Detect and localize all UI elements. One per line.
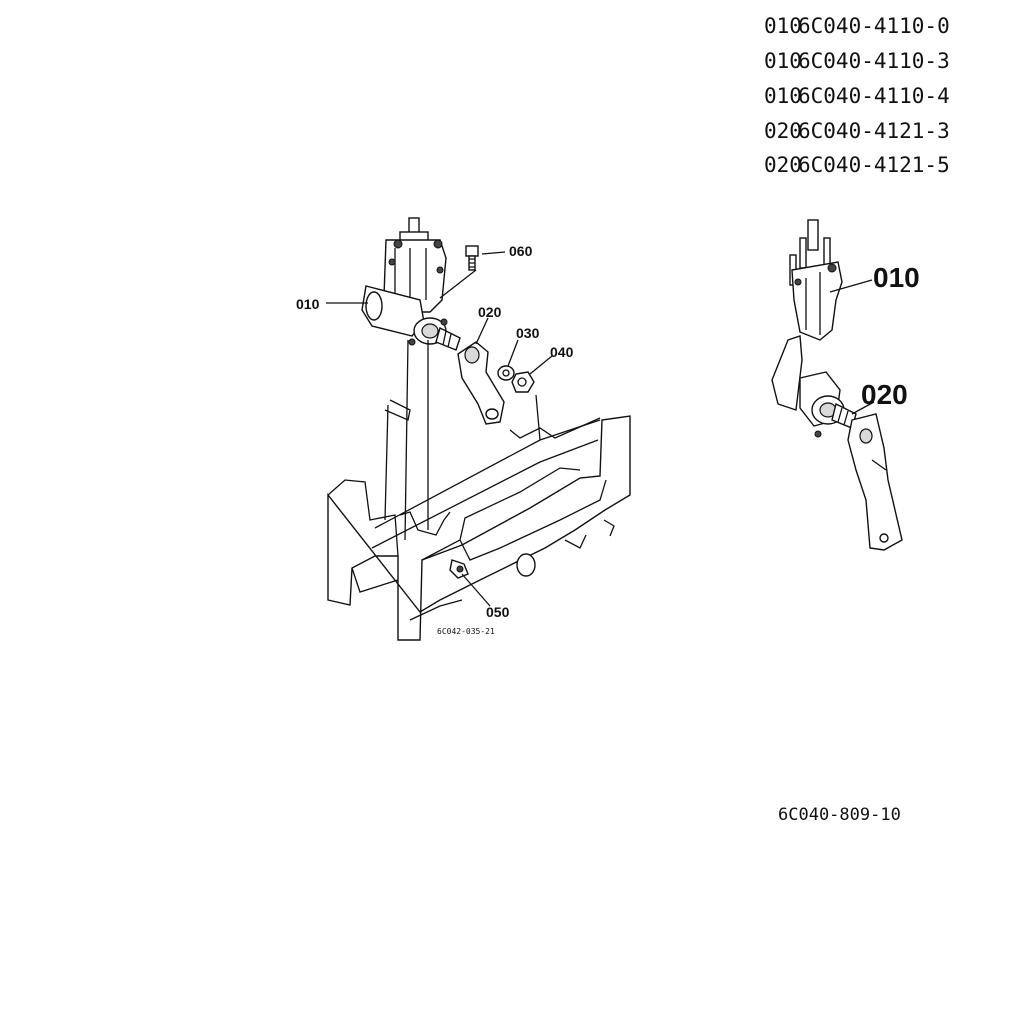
detail-gearbox-illustration [771, 219, 857, 438]
detail-callout-020: 020 [861, 379, 908, 410]
washer-030-illustration [497, 365, 515, 381]
pitman-arm-illustration [457, 341, 505, 425]
callout-040: 040 [550, 344, 574, 360]
steering-gearbox-illustration [361, 217, 461, 351]
main-leader-lines [326, 251, 553, 607]
parts-list-ref-1: 010 [764, 14, 802, 38]
parts-list-ref-2: 010 [764, 49, 802, 73]
detail-view: 010 020 [771, 219, 920, 551]
callout-020: 020 [478, 304, 502, 320]
drawing-code: 6C042-035-21 [437, 627, 495, 636]
bolt-060-illustration [465, 245, 479, 271]
parts-list-number-1: 6C040-4110-0 [798, 14, 950, 38]
callout-050: 050 [486, 604, 510, 620]
parts-list-ref-5: 020 [764, 153, 802, 177]
detail-leader-lines [829, 279, 875, 415]
callout-060: 060 [509, 243, 533, 259]
main-exploded-view: 010 020 030 040 050 060 6C042-035-21 [296, 217, 631, 641]
page-code: 6C040-809-10 [778, 805, 901, 825]
parts-list-ref-4: 020 [764, 119, 802, 143]
parts-list-number-2: 6C040-4110-3 [798, 49, 950, 73]
parts-list: 010 6C040-4110-0 010 6C040-4110-3 010 6C… [764, 14, 950, 177]
detail-pitman-arm-illustration [847, 413, 903, 551]
parts-list-number-4: 6C040-4121-3 [798, 119, 950, 143]
detail-callout-010: 010 [873, 262, 920, 293]
parts-list-number-3: 6C040-4110-4 [798, 84, 950, 108]
frame-illustration [327, 394, 631, 641]
callout-030: 030 [516, 325, 540, 341]
parts-list-number-5: 6C040-4121-5 [798, 153, 950, 177]
fitting-050-illustration [449, 559, 469, 579]
nut-040-illustration [511, 371, 535, 393]
parts-list-ref-3: 010 [764, 84, 802, 108]
callout-010: 010 [296, 296, 320, 312]
